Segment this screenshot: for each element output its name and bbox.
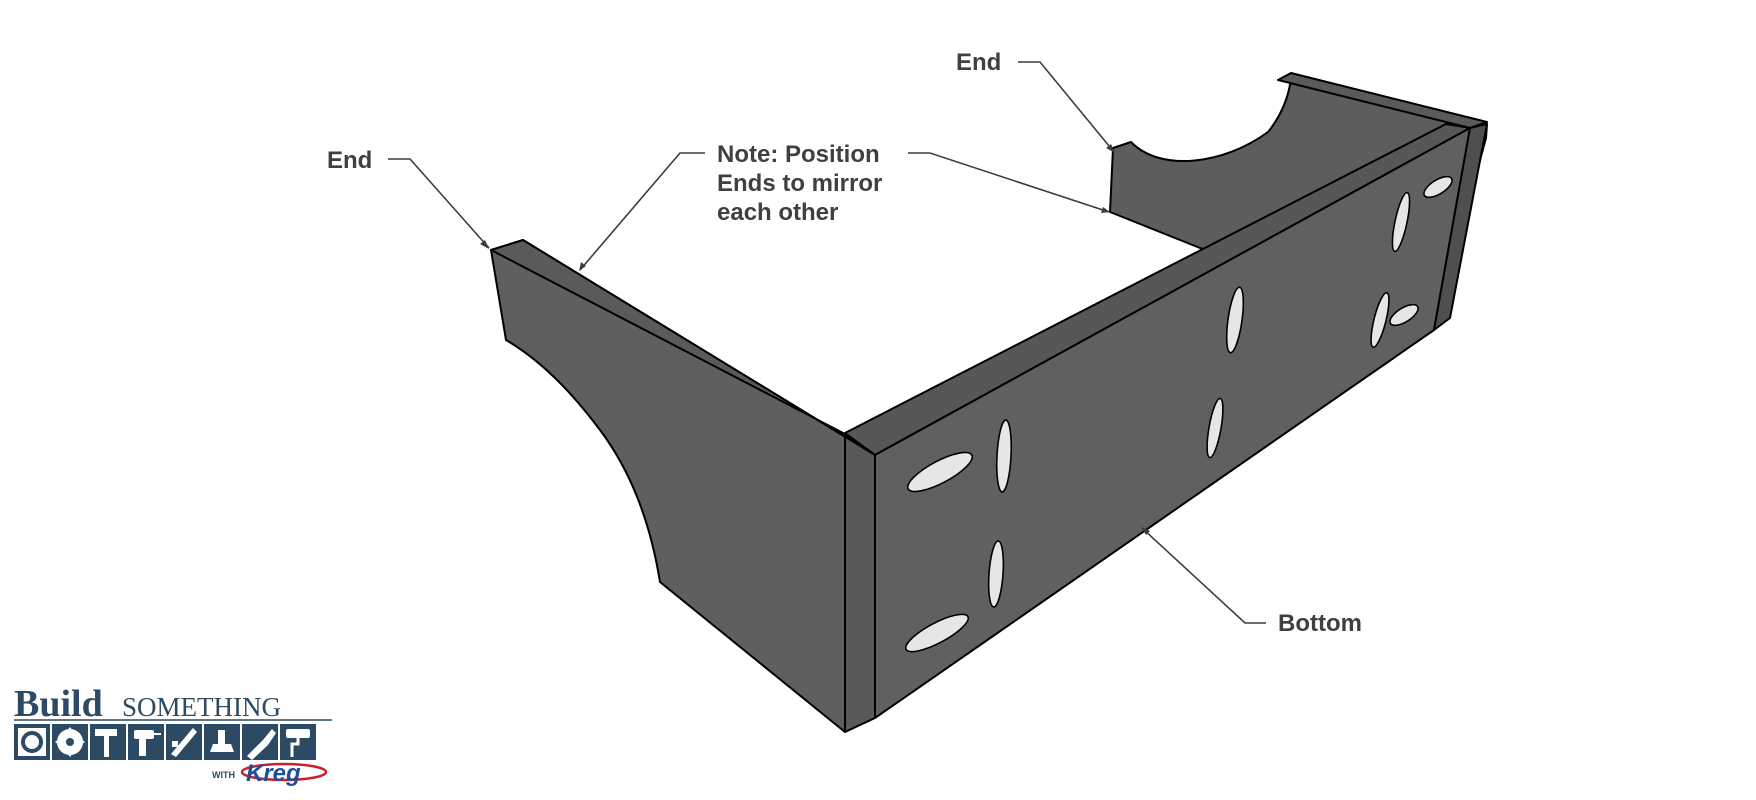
left-end-face — [490, 239, 876, 733]
label-note-line2: Ends to mirror — [717, 170, 882, 197]
left-end-board — [490, 239, 876, 733]
paint-roller-icon — [280, 724, 316, 760]
buildsomething-logo: Build SOMETHING — [14, 683, 332, 787]
left-end-front-edge — [844, 433, 876, 733]
pocket-hole — [1370, 291, 1390, 349]
leader-end-left — [388, 158, 490, 249]
clamp-icon — [166, 724, 202, 760]
label-note-line3: each other — [717, 199, 838, 226]
bottom-board-end-edge — [1433, 123, 1488, 331]
label-end-left: End — [327, 147, 372, 174]
leader-lines — [388, 61, 1266, 624]
pocket-holes — [904, 175, 1453, 653]
leader-note-right — [908, 152, 1110, 213]
sander-icon — [204, 724, 240, 760]
arrowhead — [1141, 527, 1150, 535]
pocket-hole — [1423, 175, 1453, 199]
logo-icon-strip — [14, 724, 316, 760]
arrowhead — [1106, 144, 1115, 153]
leader-bottom — [1141, 527, 1266, 624]
drill-icon — [128, 724, 164, 760]
tape-measure-icon — [14, 724, 50, 760]
label-end-right: End — [956, 49, 1001, 76]
pocket-hole — [995, 419, 1013, 493]
bottom-board — [844, 123, 1488, 719]
pocket-hole — [906, 451, 974, 493]
leader-end-right — [1018, 61, 1115, 153]
kreg-swoosh — [240, 762, 328, 782]
arrowhead — [1101, 207, 1110, 213]
logo-with-text: WITH — [212, 770, 235, 780]
arrowhead — [579, 262, 586, 271]
label-bottom: Bottom — [1278, 610, 1362, 637]
leader-note-left — [579, 152, 705, 271]
pocket-hole — [1206, 397, 1224, 459]
arrowhead — [480, 240, 489, 249]
logo-kreg-text: Kreg — [246, 760, 301, 787]
logo-build-text: Build — [14, 683, 103, 725]
logo-something-text: SOMETHING — [122, 692, 281, 722]
pocket-hole — [1225, 286, 1245, 354]
pocket-hole — [1391, 191, 1411, 253]
label-note-line1: Note: Position — [717, 141, 880, 168]
left-end-top-edge — [490, 239, 876, 456]
pocket-hole — [987, 540, 1005, 608]
hammer-icon — [90, 724, 126, 760]
callouts: End End Note: Position Ends to mirror ea… — [327, 49, 1362, 637]
right-end-top-edge — [1277, 72, 1488, 129]
saw-blade-icon — [52, 724, 88, 760]
pocket-hole — [1389, 303, 1419, 327]
paint-brush-icon — [242, 724, 278, 760]
pocket-hole — [904, 613, 970, 653]
